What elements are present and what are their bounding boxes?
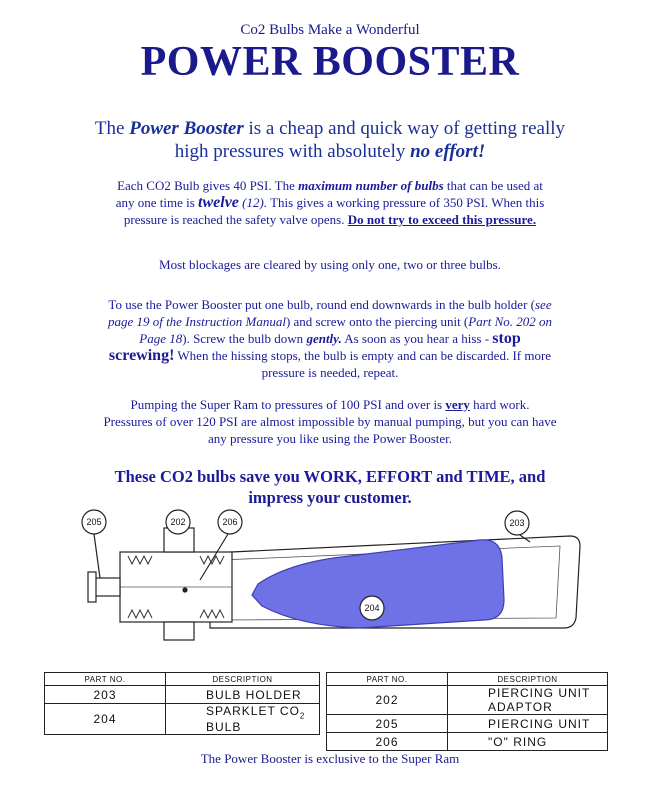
intro-paragraph: The Power Booster is a cheap and quick w… bbox=[0, 117, 660, 163]
p4-very: very bbox=[445, 397, 470, 412]
label-202: 202 bbox=[170, 517, 185, 527]
p3-text-m: pressure is needed, repeat. bbox=[261, 365, 399, 380]
p4-text-c: hard work. bbox=[469, 397, 530, 412]
p1-text-g: This gives a working pressure of 350 PSI… bbox=[267, 195, 545, 210]
intro-emphasis-2: no effort! bbox=[410, 141, 486, 162]
save-headline: These CO2 bulbs save you WORK, EFFORT an… bbox=[0, 466, 660, 508]
blockage-paragraph: Most blockages are cleared by using only… bbox=[159, 257, 501, 272]
thread-marks bbox=[127, 554, 225, 620]
pretitle: Co2 Bulbs Make a Wonderful bbox=[240, 22, 420, 38]
pumping-paragraph: Pumping the Super Ram to pressures of 10… bbox=[0, 396, 660, 447]
desc-tail: BULB bbox=[206, 720, 242, 735]
co2-bulb bbox=[251, 539, 505, 629]
p1-twelve: twelve bbox=[198, 194, 239, 211]
label-circle-203 bbox=[504, 510, 530, 536]
valve-stem bbox=[93, 577, 121, 597]
p1-text-f: (12). bbox=[238, 195, 268, 210]
p3-stop: stop bbox=[492, 330, 521, 347]
part-no: 204 bbox=[44, 702, 166, 736]
p1-text-a: Each CO2 Bulb gives 40 PSI. The bbox=[117, 178, 299, 193]
part-description: PIERCING UNIT ADAPTOR bbox=[447, 685, 608, 715]
table-row: 206 "O" RING bbox=[326, 732, 608, 751]
p3-text-e: Part No. 202 on bbox=[468, 314, 553, 329]
label-circle-202 bbox=[165, 509, 191, 535]
col-description: DESCRIPTION bbox=[165, 672, 320, 686]
col-description: DESCRIPTION bbox=[447, 672, 608, 686]
usage-paragraph: To use the Power Booster put one bulb, r… bbox=[0, 296, 660, 381]
parts-table-left: PART NO. DESCRIPTION 203 BULB HOLDER 204… bbox=[44, 672, 320, 736]
intro-emphasis-1: Power Booster bbox=[129, 118, 244, 139]
p1-text-d: any one time is bbox=[115, 195, 199, 210]
p1-warning: Do not try to exceed this pressure. bbox=[347, 212, 537, 227]
p1-text-h: pressure is reached the safety valve ope… bbox=[123, 212, 348, 227]
desc-text: SPARKLET CO bbox=[206, 704, 300, 718]
p3-text-b: see bbox=[534, 297, 552, 312]
p3-text-g: ). Screw the bulb down bbox=[182, 331, 307, 346]
part-no: 202 bbox=[326, 685, 448, 715]
p3-text-a: To use the Power Booster put one bulb, r… bbox=[108, 297, 535, 312]
p3-text-c: page 19 of the Instruction Manual bbox=[107, 314, 286, 329]
table-row: 205 PIERCING UNIT bbox=[326, 714, 608, 733]
intro-text-3: high pressures with absolutely bbox=[174, 141, 411, 162]
p3-text-h: gently. bbox=[306, 331, 342, 346]
p3-screwing: screwing! bbox=[108, 347, 175, 364]
label-circle-204 bbox=[359, 595, 385, 621]
piercing-unit-base bbox=[163, 621, 195, 641]
footer-note: The Power Booster is exclusive to the Su… bbox=[200, 751, 460, 766]
part-no: 206 bbox=[326, 732, 448, 751]
part-description: SPARKLET CO2 BULB bbox=[165, 702, 320, 736]
part-no: 205 bbox=[326, 714, 448, 733]
intro-text-2: is a cheap and quick way of getting real… bbox=[243, 118, 566, 139]
save-line-1: These CO2 bulbs save you WORK, EFFORT an… bbox=[114, 467, 546, 486]
p3-text-i: As soon as you hear a hiss - bbox=[341, 331, 493, 346]
p1-text-c: that can be used at bbox=[443, 178, 543, 193]
p1-emphasis-b: maximum number of bulbs bbox=[298, 178, 444, 193]
part-description: BULB HOLDER bbox=[165, 685, 320, 704]
table-row: 204 SPARKLET CO2 BULB bbox=[44, 702, 320, 736]
desc-subscript: 2 bbox=[299, 711, 306, 721]
label-circle-206 bbox=[217, 509, 243, 535]
bulb-limit-paragraph: Each CO2 Bulb gives 40 PSI. The maximum … bbox=[0, 177, 660, 228]
col-part-no: PART NO. bbox=[44, 672, 166, 686]
piercing-unit-cap bbox=[163, 527, 195, 553]
save-line-2: impress your customer. bbox=[248, 488, 412, 507]
label-203: 203 bbox=[509, 518, 524, 528]
intro-text-1: The bbox=[94, 118, 130, 139]
p4-text-a: Pumping the Super Ram to pressures of 10… bbox=[130, 397, 446, 412]
parts-table-right: PART NO. DESCRIPTION 202 PIERCING UNIT A… bbox=[326, 672, 608, 751]
part-description: PIERCING UNIT bbox=[447, 714, 608, 733]
page-title: POWER BOOSTER bbox=[140, 39, 520, 85]
p3-text-l: When the hissing stops, the bulb is empt… bbox=[174, 348, 552, 363]
label-205: 205 bbox=[86, 517, 101, 527]
power-booster-diagram: 205 202 206 203 204 bbox=[81, 509, 581, 641]
label-206: 206 bbox=[222, 517, 237, 527]
p3-text-d: ) and screw onto the piercing unit ( bbox=[285, 314, 469, 329]
table-row: 202 PIERCING UNIT ADAPTOR bbox=[326, 685, 608, 715]
table-row: 203 BULB HOLDER bbox=[44, 685, 320, 704]
part-description: "O" RING bbox=[447, 732, 608, 751]
p4-text-d: Pressures of over 120 PSI are almost imp… bbox=[103, 414, 557, 429]
p4-text-e: any pressure you like using the Power Bo… bbox=[207, 431, 453, 446]
part-no: 203 bbox=[44, 685, 166, 704]
col-part-no: PART NO. bbox=[326, 672, 448, 686]
p3-text-f: Page 18 bbox=[139, 331, 183, 346]
label-204: 204 bbox=[364, 603, 379, 613]
